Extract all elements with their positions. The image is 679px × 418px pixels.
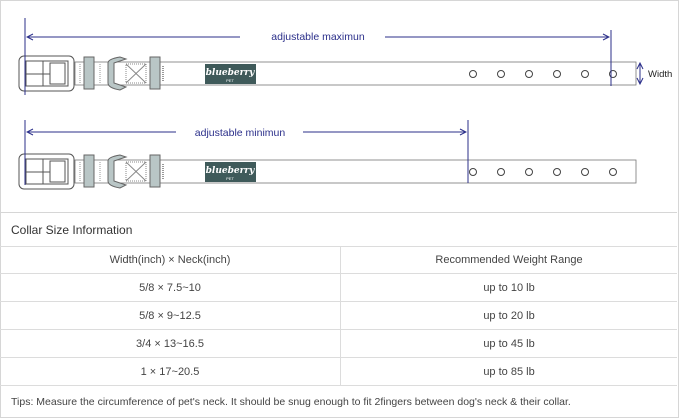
size-cell: 5/8 × 9~12.5 bbox=[0, 302, 341, 329]
size-cell: 1 × 17~20.5 bbox=[0, 358, 341, 385]
weight-cell: up to 10 lb bbox=[483, 281, 535, 294]
table-row: 3/4 × 13~16.5 up to 45 lb bbox=[0, 330, 677, 358]
width-label: Width bbox=[648, 69, 672, 80]
weight-cell: up to 85 lb bbox=[483, 365, 535, 378]
tips-text: Tips: Measure the circumference of pet's… bbox=[11, 395, 571, 408]
logo-text: blueberry bbox=[206, 68, 255, 78]
collar-max: blueberry PET bbox=[18, 55, 637, 92]
table-row: 5/8 × 9~12.5 up to 20 lb bbox=[0, 302, 677, 330]
header-weight: Recommended Weight Range bbox=[435, 254, 583, 266]
table-row: 1 × 17~20.5 up to 85 lb bbox=[0, 358, 677, 386]
size-cell: 5/8 × 7.5~10 bbox=[0, 274, 341, 301]
size-cell: 3/4 × 13~16.5 bbox=[0, 330, 341, 357]
table-row: 5/8 × 7.5~10 up to 10 lb bbox=[0, 274, 677, 302]
collar-diagram: blueberry PET adjustable maximun Width b… bbox=[18, 18, 672, 190]
collar-min: blueberry PET bbox=[18, 153, 637, 190]
logo-text: blueberry bbox=[206, 166, 255, 176]
table-title: Collar Size Information bbox=[0, 213, 677, 247]
logo-sub: PET bbox=[226, 176, 234, 181]
logo-sub: PET bbox=[226, 78, 234, 83]
min-label: adjustable minimun bbox=[195, 127, 286, 139]
weight-cell: up to 20 lb bbox=[483, 309, 535, 322]
holes bbox=[469, 168, 617, 176]
weight-cell: up to 45 lb bbox=[483, 337, 535, 350]
table-header: Width(inch) × Neck(inch) Recommended Wei… bbox=[0, 247, 677, 274]
size-table: Collar Size Information Width(inch) × Ne… bbox=[0, 212, 677, 417]
header-size: Width(inch) × Neck(inch) bbox=[0, 247, 341, 273]
max-label: adjustable maximun bbox=[271, 31, 365, 43]
